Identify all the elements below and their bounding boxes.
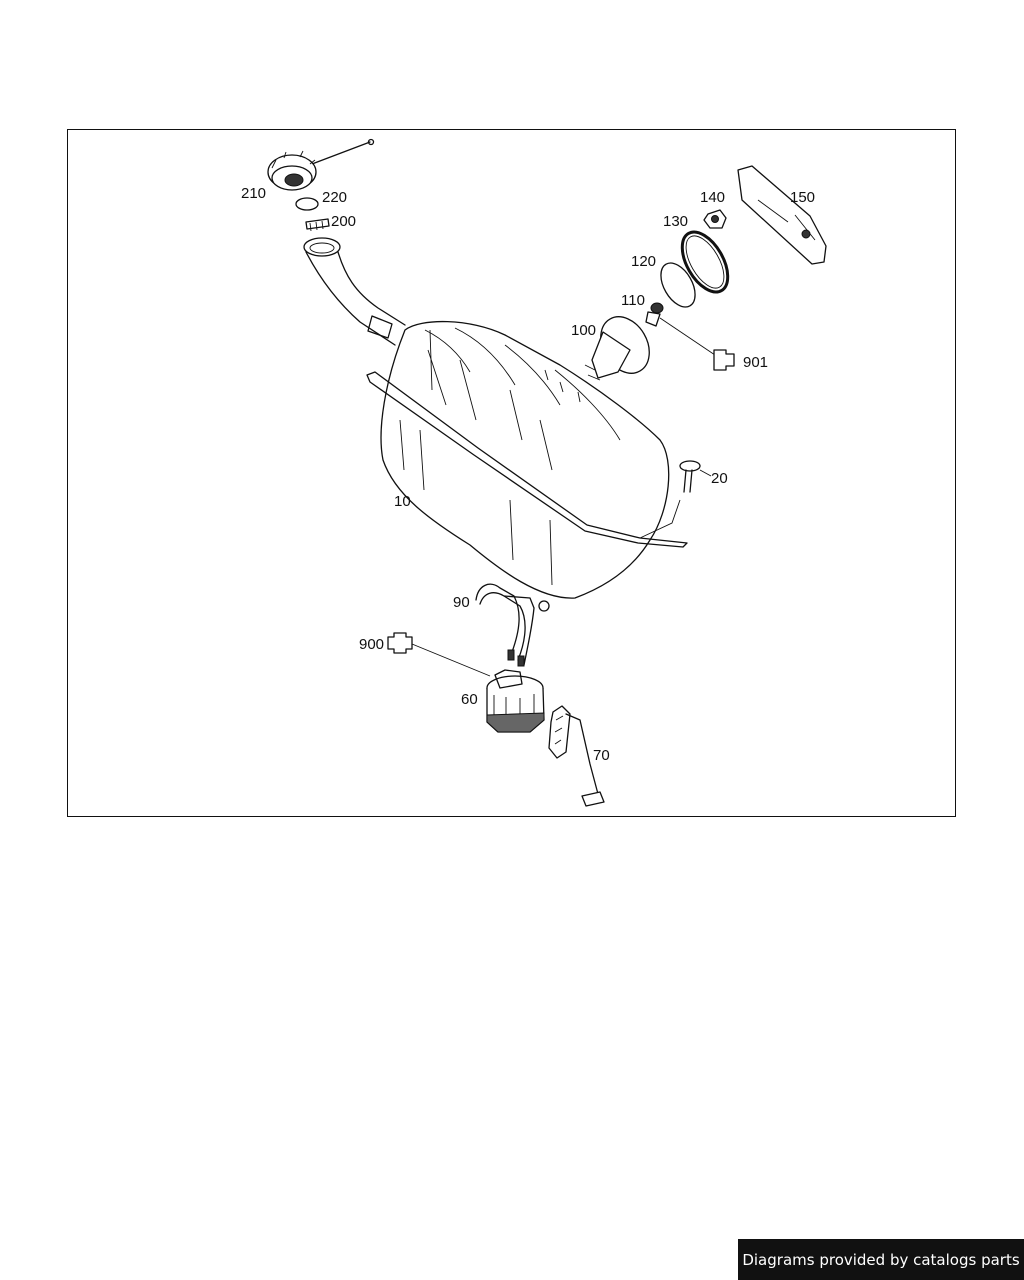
label-60: 60 [461, 691, 478, 708]
part-140-nut [703, 209, 727, 229]
label-100: 100 [571, 322, 596, 339]
part-10-fuel-tank [366, 320, 688, 599]
label-901: 901 [743, 354, 768, 371]
part-901-connector [713, 349, 735, 371]
diagram-frame [67, 129, 956, 817]
part-70-level-sender [548, 705, 605, 807]
label-210: 210 [241, 185, 266, 202]
label-150: 150 [790, 189, 815, 206]
label-20: 20 [711, 470, 728, 487]
part-220-seal-ring [295, 197, 319, 211]
label-110: 110 [621, 292, 645, 309]
label-120: 120 [631, 253, 656, 270]
label-130: 130 [663, 213, 688, 230]
label-200: 200 [331, 213, 356, 230]
part-130-gasket [680, 230, 730, 294]
part-90-fuel-lines [475, 583, 550, 667]
part-110-valve [645, 302, 664, 327]
label-140: 140 [700, 189, 725, 206]
label-220: 220 [322, 189, 347, 206]
part-100-flange [584, 316, 650, 381]
credit-banner: Diagrams provided by catalogs parts [738, 1239, 1024, 1280]
label-10: 10 [394, 493, 411, 510]
label-90: 90 [453, 594, 470, 611]
part-210-filler-cap [267, 138, 375, 191]
label-70: 70 [593, 747, 610, 764]
filler-neck [303, 237, 406, 346]
part-900-connector [387, 632, 413, 654]
part-150-cover-plate [737, 165, 827, 265]
credit-text: Diagrams provided by catalogs parts [742, 1250, 1020, 1269]
part-20-bolt [679, 460, 701, 493]
part-120-o-ring [660, 262, 696, 308]
label-900: 900 [359, 636, 384, 653]
part-200-clip [305, 218, 330, 232]
part-60-fuel-pump [486, 669, 545, 733]
